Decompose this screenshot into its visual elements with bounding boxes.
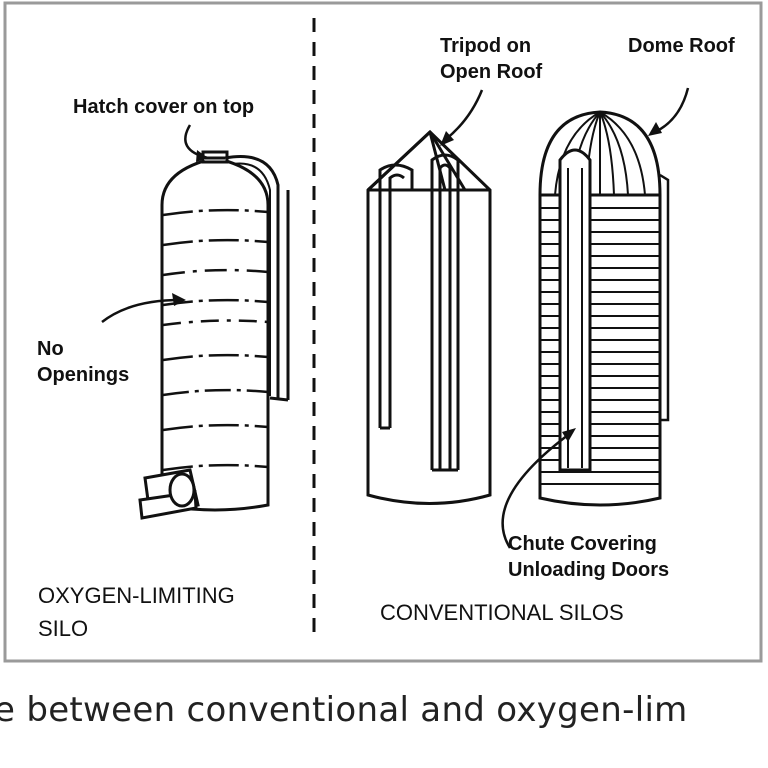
hatch-arrow-head (196, 150, 208, 162)
tripod-silo (366, 129, 492, 505)
dome-arrow-head (648, 122, 662, 136)
chute-arrow-head (562, 428, 576, 442)
no-openings-arrow (101, 298, 181, 323)
chute-label-line1: Chute Covering (508, 533, 657, 555)
oxygen-limiting-silo (138, 150, 290, 520)
no-openings-label-line2: Openings (37, 364, 129, 386)
dome-roof-label: Dome Roof (628, 35, 735, 57)
tripod-label-line2: Open Roof (440, 61, 543, 83)
figure-caption: e between conventional and oxygen-lim (0, 690, 688, 730)
conventional-silos-title: CONVENTIONAL SILOS (380, 600, 624, 625)
chute-arrow (501, 430, 573, 549)
oxygen-silo-title-line1: OXYGEN-LIMITING (38, 583, 235, 608)
tripod-label-line1: Tripod on (440, 35, 531, 57)
tripod-arrow-head (440, 131, 454, 146)
oxygen-silo-title-line2: SILO (38, 616, 88, 641)
dome-silo (538, 110, 670, 507)
no-openings-label-line1: No (37, 338, 64, 360)
hatch-cover-label: Hatch cover on top (73, 96, 254, 118)
chute-label-line2: Unloading Doors (508, 559, 669, 581)
no-openings-arrow-head (172, 293, 186, 306)
